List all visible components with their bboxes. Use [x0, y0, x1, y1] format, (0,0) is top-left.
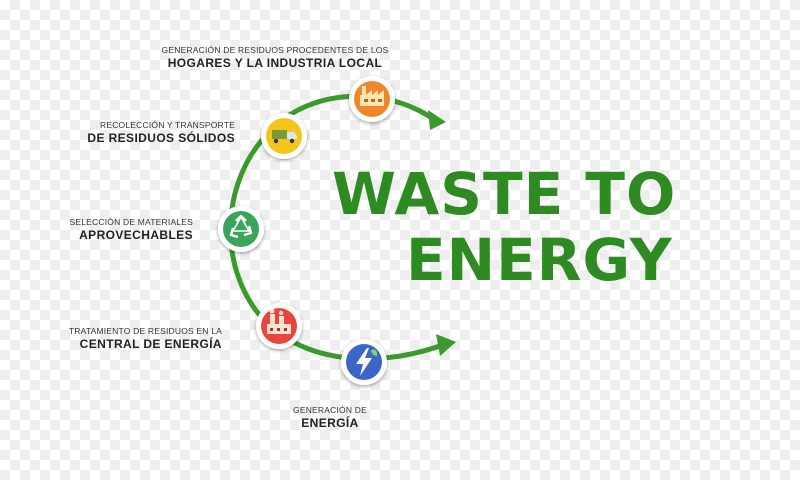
step-4-node: [256, 303, 302, 349]
step-1-big-text: HOGARES Y LA INDUSTRIA LOCAL: [167, 56, 383, 70]
step-5-small-text: GENERACIÓN DE: [293, 405, 367, 415]
step-3-label: SELECCIÓN DE MATERIALES APROVECHABLES: [30, 217, 193, 242]
step-3-node: [218, 206, 264, 252]
step-4-label: TRATAMIENTO DE RESIDUOS EN LA CENTRAL DE…: [20, 326, 222, 351]
recycle-icon: [229, 214, 253, 239]
step-2-label: RECOLECCIÓN Y TRANSPORTE DE RESIDUOS SÓL…: [40, 120, 235, 145]
step-1-small-text: GENERACIÓN DE RESIDUOS PROCEDENTES DE LO…: [161, 45, 389, 55]
factory-icon: [360, 86, 384, 106]
arrow-top-icon: [428, 110, 446, 130]
step-1-label: GENERACIÓN DE RESIDUOS PROCEDENTES DE LO…: [160, 45, 390, 70]
power-plant-icon: [267, 308, 291, 334]
step-5-big-text: ENERGÍA: [301, 416, 359, 430]
step-3-big-text: APROVECHABLES: [79, 228, 193, 242]
step-5-label: GENERACIÓN DE ENERGÍA: [280, 405, 380, 430]
title-line-2: ENERGY: [406, 226, 673, 294]
step-2-big-text: DE RESIDUOS SÓLIDOS: [87, 131, 235, 145]
step-2-node: [261, 113, 307, 159]
step-4-small-text: TRATAMIENTO DE RESIDUOS EN LA: [68, 326, 222, 336]
step-4-big-text: CENTRAL DE ENERGÍA: [79, 337, 222, 351]
truck-icon: [272, 130, 297, 144]
step-2-small-text: RECOLECCIÓN Y TRANSPORTE: [99, 120, 235, 130]
step-3-small-text: SELECCIÓN DE MATERIALES: [69, 217, 193, 227]
step-5-node: [341, 339, 387, 385]
title-line-1: WASTE TO: [332, 160, 677, 228]
arrow-bottom-icon: [436, 334, 456, 356]
step-1-node: [349, 76, 395, 122]
lightning-icon: [356, 348, 378, 376]
